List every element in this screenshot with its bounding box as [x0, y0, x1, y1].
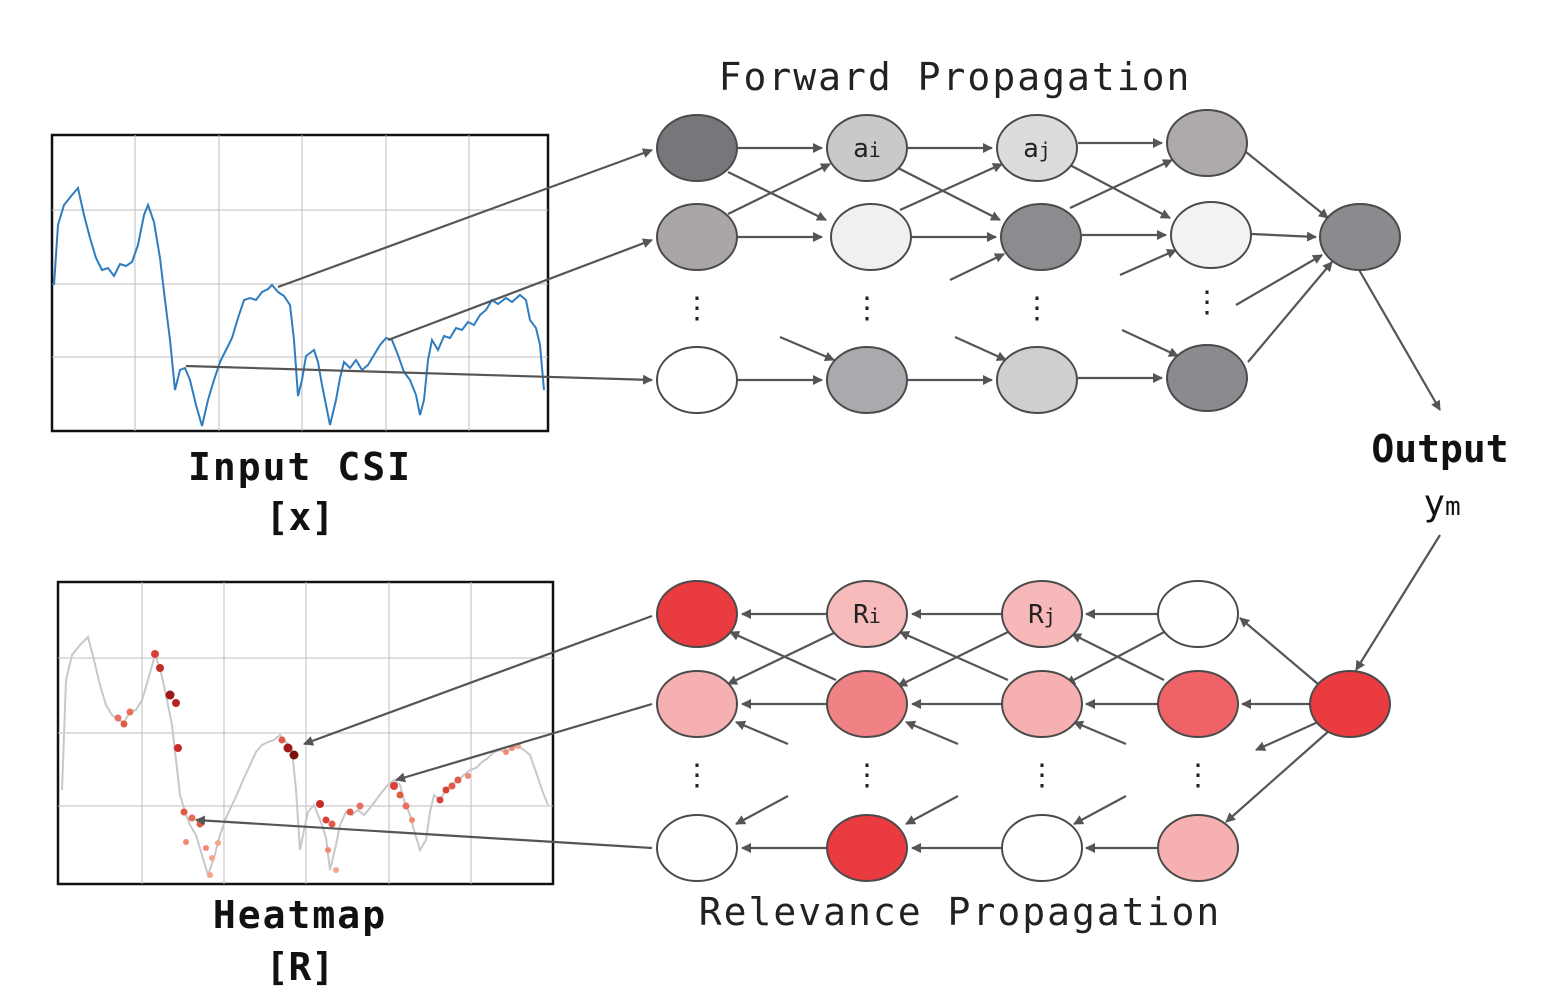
relevance-node [826, 814, 908, 882]
aj-main: a [1023, 134, 1039, 164]
ellipsis: ⋮ [1027, 758, 1057, 793]
node-label-rj: Rj [1028, 600, 1056, 630]
relevance-node [826, 670, 908, 738]
node-label-ri: Ri [853, 600, 881, 630]
relevance-node [1001, 814, 1083, 882]
forward-node-ai [826, 114, 908, 182]
forward-nodes [656, 109, 1401, 414]
ellipsis: ⋮ [852, 758, 882, 793]
forward-node [826, 346, 908, 414]
heatmap-symbol: [R] [266, 945, 335, 989]
relevance-nodes [656, 580, 1391, 882]
ellipsis: ⋮ [852, 291, 882, 326]
node-label-ai: ai [853, 134, 881, 164]
input-csi-plot [50, 133, 550, 433]
rj-main: R [1028, 600, 1044, 630]
rj-sub: j [1044, 604, 1056, 628]
ellipsis: ⋮ [682, 758, 712, 793]
input-symbol: [x] [266, 495, 335, 539]
heatmap-plot-grid [58, 582, 553, 884]
ellipsis: ⋮ [1183, 758, 1213, 793]
heatmap-title: Heatmap [213, 893, 387, 937]
forward-node [830, 203, 912, 271]
relevance-node [656, 814, 738, 882]
ellipsis: ⋮ [1192, 285, 1222, 320]
ri-sub: i [869, 604, 881, 628]
forward-node [1166, 344, 1248, 412]
relevance-edges [195, 534, 1441, 853]
relevance-node-ri [826, 580, 908, 648]
input-csi-signal [53, 185, 545, 427]
output-sub: m [1445, 492, 1461, 522]
ri-main: R [853, 600, 869, 630]
forward-edges [185, 138, 1441, 411]
ellipsis-group: ⋮ ⋮ ⋮ ⋮ ⋮ ⋮ ⋮ ⋮ [682, 285, 1222, 793]
heatmap-signal [61, 635, 549, 879]
input-csi-title: Input CSI [188, 445, 412, 489]
relevance-node [1157, 580, 1239, 648]
forward-node [996, 346, 1078, 414]
forward-node [1170, 201, 1252, 269]
forward-propagation-title: Forward Propagation [719, 55, 1192, 99]
ellipsis: ⋮ [1022, 291, 1052, 326]
ai-main: a [853, 134, 869, 164]
relevance-node [1001, 670, 1083, 738]
forward-output-node [1319, 203, 1401, 271]
relevance-output-node [1309, 670, 1391, 738]
relevance-node [656, 580, 738, 648]
forward-node [656, 114, 738, 182]
node-label-aj: aj [1023, 134, 1051, 164]
output-variable: ym [1423, 483, 1460, 524]
forward-node [656, 346, 738, 414]
ellipsis: ⋮ [682, 291, 712, 326]
heatmap-plot [56, 580, 555, 886]
relevance-node-rj [1001, 580, 1083, 648]
forward-node-aj [996, 114, 1078, 182]
relevance-node [1157, 670, 1239, 738]
forward-node [1166, 109, 1248, 177]
forward-node [656, 203, 738, 271]
aj-sub: j [1039, 138, 1051, 162]
relevance-propagation-title: Relevance Propagation [699, 890, 1221, 934]
relevance-points [114, 650, 521, 878]
forward-node [1000, 203, 1082, 271]
relevance-node [1157, 814, 1239, 882]
ai-sub: i [869, 138, 881, 162]
input-plot-grid [52, 135, 548, 431]
output-var: y [1423, 483, 1445, 524]
relevance-node [656, 670, 738, 738]
output-title: Output [1371, 427, 1508, 471]
